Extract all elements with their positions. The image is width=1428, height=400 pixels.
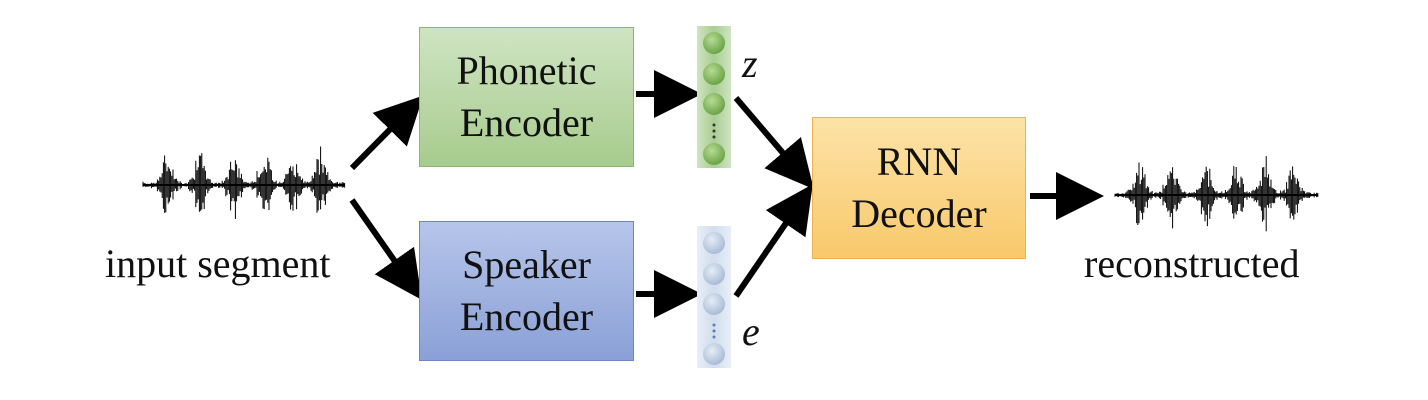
z-node bbox=[703, 32, 725, 54]
z-node bbox=[703, 63, 725, 85]
decoder-line1: RNN bbox=[876, 139, 962, 184]
e-node bbox=[703, 343, 725, 365]
e-variable-label: e bbox=[742, 309, 760, 354]
waveform-trace bbox=[142, 146, 346, 219]
speaker-encoder-line2: Encoder bbox=[459, 294, 594, 339]
output-waveform bbox=[1114, 156, 1319, 232]
waveform-trace bbox=[1114, 156, 1319, 232]
input-segment-label: input segment bbox=[105, 241, 331, 286]
reconstructed-label: reconstructed bbox=[1084, 241, 1300, 286]
z-vector bbox=[697, 26, 731, 168]
phonetic-encoder-line1: Phonetic bbox=[456, 48, 597, 93]
phonetic-encoder-line2: Encoder bbox=[459, 100, 594, 145]
decoder-line2: Decoder bbox=[851, 191, 987, 236]
z-node bbox=[703, 143, 725, 165]
phonetic-encoder-box: Phonetic Encoder bbox=[419, 27, 634, 167]
z-ellipsis bbox=[712, 123, 716, 139]
z-variable-label: z bbox=[742, 41, 758, 86]
e-vector bbox=[697, 226, 731, 368]
arrow-e-to-decoder bbox=[733, 184, 813, 298]
arrow-input-to-phonetic bbox=[349, 95, 424, 171]
speaker-encoder-box: Speaker Encoder bbox=[419, 221, 634, 361]
z-node bbox=[703, 93, 725, 115]
arrow-z-to-decoder bbox=[733, 96, 814, 190]
e-node bbox=[703, 293, 725, 315]
rnn-decoder-box: RNN Decoder bbox=[812, 117, 1026, 259]
input-waveform bbox=[142, 146, 346, 219]
speaker-encoder-line1: Speaker bbox=[462, 242, 591, 287]
e-node bbox=[703, 263, 725, 285]
e-node bbox=[703, 232, 725, 254]
arrow-input-to-speaker bbox=[349, 198, 422, 300]
e-ellipsis bbox=[712, 323, 716, 339]
